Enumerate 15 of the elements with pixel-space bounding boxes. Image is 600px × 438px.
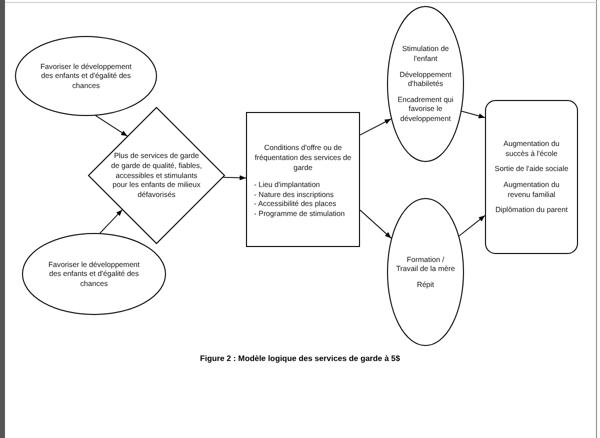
ellipse-node (15, 36, 157, 116)
arrow (222, 175, 246, 180)
figure-caption: Figure 2 : Modèle logique des services de garde à 5$ (198, 354, 402, 363)
arrow (360, 118, 392, 136)
arrow (95, 115, 128, 137)
arrow (360, 210, 392, 239)
outcome-box (485, 100, 578, 254)
arrow (461, 110, 486, 118)
ellipse-node (387, 6, 464, 162)
decision-diamond (88, 107, 225, 244)
arrow (100, 209, 123, 234)
process-box (246, 112, 360, 247)
ellipse-node (387, 198, 464, 346)
ellipse-node (22, 233, 166, 315)
arrow (458, 215, 486, 236)
